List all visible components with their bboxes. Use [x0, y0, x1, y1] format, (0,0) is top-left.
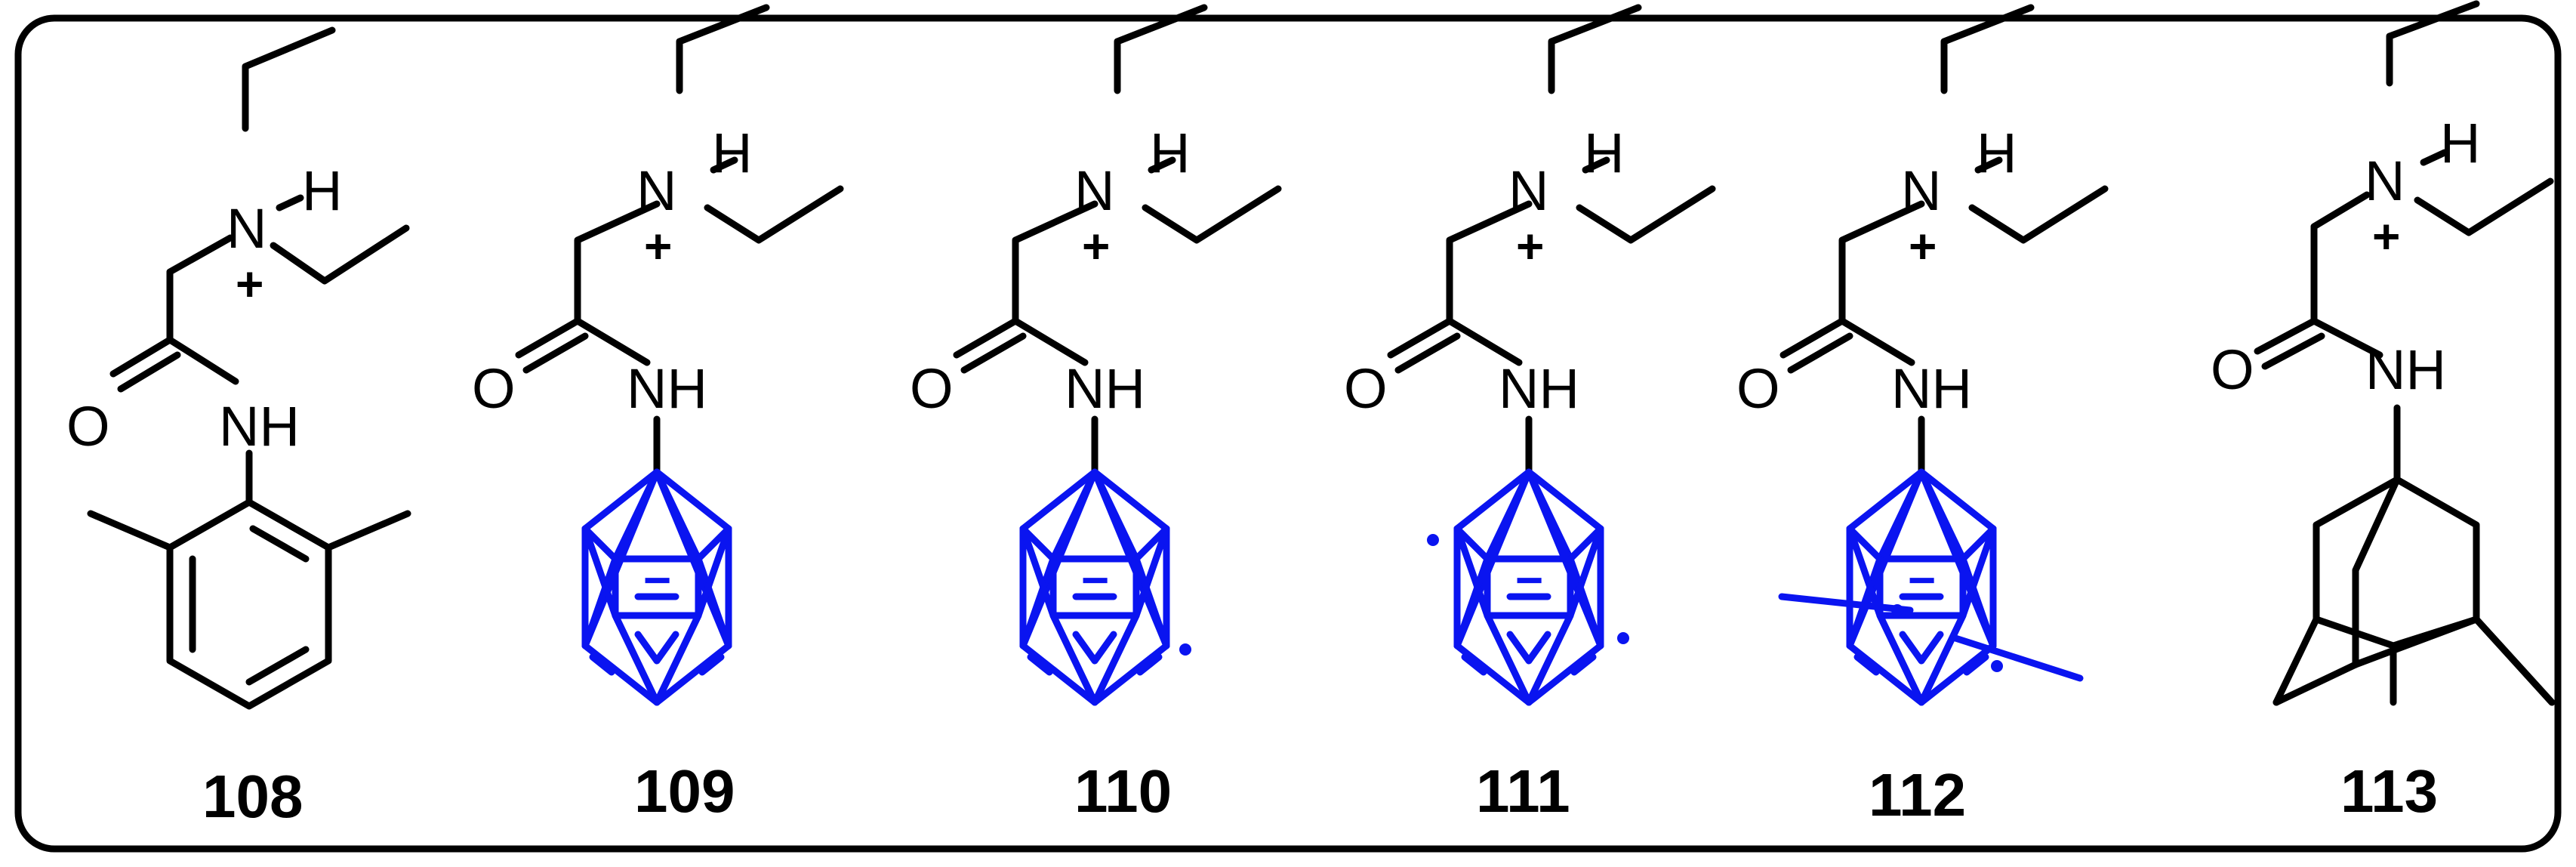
carborane-cage — [1778, 468, 2084, 706]
compound-110: N H + O NH 110 — [910, 4, 1282, 825]
cage-carbon-dot — [1179, 643, 1191, 656]
amide-nh: NH — [627, 357, 707, 420]
carbonyl-oxygen: O — [2211, 338, 2254, 401]
compound-109: N H + O NH 109 — [472, 4, 844, 825]
ammonium-nitrogen: N — [226, 197, 267, 260]
amide-nh: NH — [1499, 357, 1579, 420]
carbonyl-bond — [109, 336, 181, 393]
ethyl-bond — [676, 4, 770, 94]
aryl-ring-double — [189, 525, 310, 686]
positive-charge: + — [1516, 219, 1544, 273]
cage-carbon-dot — [1617, 632, 1629, 644]
ethyl-bond — [2386, 0, 2480, 87]
ammonium-nitrogen: N — [636, 159, 676, 222]
compound-label: 109 — [634, 757, 735, 825]
carbonyl-oxygen: O — [1736, 357, 1780, 420]
compound-label: 113 — [2340, 757, 2438, 825]
ammonium-hydrogen: H — [1150, 122, 1190, 184]
ammonium-hydrogen: H — [712, 122, 752, 184]
cage-negative-charge: − — [1081, 553, 1109, 607]
cage-methyl-bond — [1778, 593, 2084, 682]
compound-112: N H + O NH 112 — [1736, 4, 2109, 828]
ammonium-nitrogen: N — [1508, 159, 1548, 222]
cage-negative-charge: − — [643, 553, 671, 607]
compound-label: 112 — [1869, 761, 1966, 828]
ammonium-nitrogen: N — [2365, 150, 2405, 212]
positive-charge: + — [2372, 209, 2400, 264]
positive-charge: + — [236, 257, 263, 311]
ammonium-hydrogen: H — [1977, 122, 2017, 184]
n-h-bond — [1974, 156, 2003, 174]
ethyl-bond — [1576, 185, 1716, 244]
positive-charge: + — [1082, 219, 1110, 273]
n-h-bond — [1582, 156, 1610, 174]
compound-label: 108 — [202, 763, 303, 830]
ethyl-bond — [1548, 4, 1642, 94]
compound-label: 111 — [1476, 757, 1570, 825]
cage-carbon-dot — [1427, 534, 1439, 546]
n-ch2-bond — [574, 200, 661, 366]
n-ch2-bond — [166, 234, 239, 385]
carborane-cage — [1019, 468, 1191, 706]
ethyl-bond — [270, 224, 410, 285]
amide-nh: NH — [1065, 357, 1145, 420]
ethyl-bond — [2414, 177, 2554, 236]
figure-frame — [14, 14, 2562, 853]
amide-nh: NH — [2365, 338, 2446, 401]
carbonyl-bond — [953, 317, 1027, 374]
cage-negative-charge: − — [1515, 553, 1543, 607]
ethyl-bond — [242, 26, 336, 132]
adamantane-cage — [2272, 476, 2556, 706]
n-h-bond — [276, 194, 304, 211]
carbonyl-bond — [1387, 317, 1461, 374]
amide-nh: NH — [1891, 357, 1972, 420]
n-ch2-bond — [1838, 200, 1925, 366]
n-h-bond — [2420, 149, 2448, 166]
n-h-bond — [710, 156, 738, 174]
compound-111: N H + O NH 111 — [1344, 4, 1716, 825]
ammonium-nitrogen: N — [1074, 159, 1114, 222]
amide-nh: NH — [219, 395, 300, 458]
cage-carbon-dot — [1991, 660, 2003, 672]
positive-charge: + — [1909, 219, 1937, 273]
compound-108: N H + O NH 108 — [66, 26, 411, 830]
carbonyl-oxygen: O — [472, 357, 516, 420]
compound-113: N H + O NH 113 — [2211, 0, 2556, 825]
carbonyl-oxygen: O — [910, 357, 954, 420]
carbonyl-oxygen: O — [66, 395, 110, 458]
ethyl-bond — [704, 185, 844, 244]
compound-label: 110 — [1074, 757, 1172, 825]
ammonium-hydrogen: H — [2440, 112, 2480, 174]
ethyl-bond — [1142, 185, 1282, 244]
n-ch2-bond — [1012, 200, 1098, 366]
ethyl-bond — [1114, 4, 1208, 94]
carborane-cage — [1427, 468, 1629, 706]
ammonium-hydrogen: H — [1584, 122, 1624, 184]
n-ch2-bond — [2310, 191, 2383, 359]
ethyl-bond — [1940, 4, 2035, 94]
n-h-bond — [1148, 156, 1176, 174]
positive-charge: + — [644, 219, 672, 273]
cage-carbon-dot — [1891, 604, 1903, 616]
methyl-bond — [87, 510, 411, 551]
carbonyl-bond — [2254, 317, 2325, 370]
ammonium-nitrogen: N — [1901, 159, 1941, 222]
carbonyl-bond — [1779, 317, 1853, 374]
carbonyl-bond — [515, 317, 589, 374]
ammonium-hydrogen: H — [302, 159, 342, 222]
n-ch2-bond — [1446, 200, 1533, 366]
carborane-cage — [581, 468, 732, 706]
carbonyl-oxygen: O — [1344, 357, 1388, 420]
cage-negative-charge: − — [1908, 553, 1936, 607]
ethyl-bond — [1968, 185, 2109, 244]
